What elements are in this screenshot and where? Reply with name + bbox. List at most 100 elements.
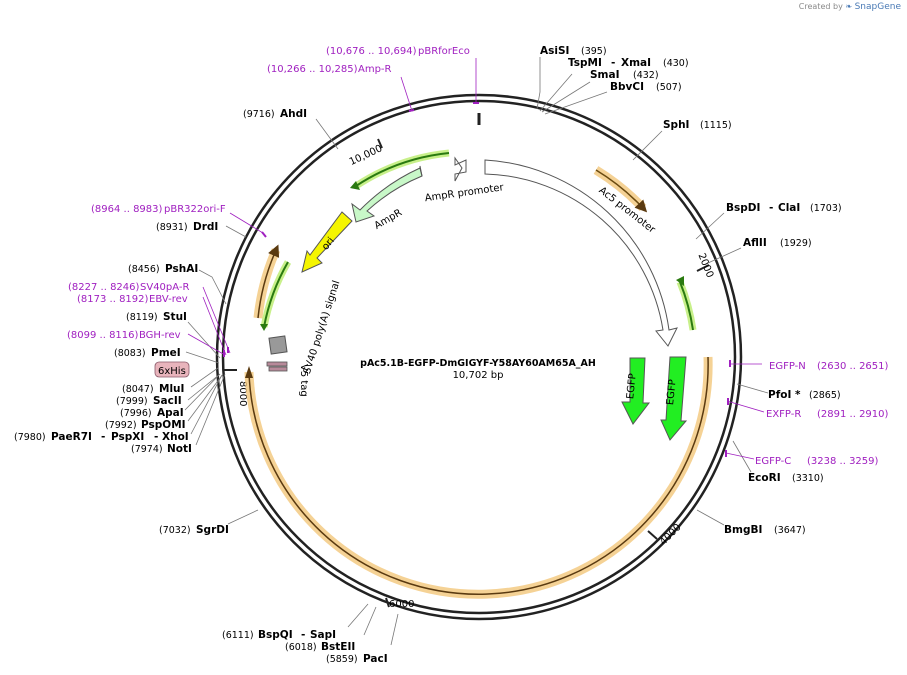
site-pshai-pos: (8456) (128, 264, 160, 275)
site-paci-pos: (5859) (326, 654, 358, 665)
site-clai-name: ClaI (778, 202, 800, 214)
site-bmgbi-name: BmgBI (724, 524, 762, 536)
site-smai[interactable]: SmaI (432) (590, 69, 659, 81)
site-bspqi-pos: (6111) (222, 630, 254, 641)
primer-bgh-name: BGH-rev (139, 330, 181, 341)
site-stui-pos: (8119) (126, 312, 158, 323)
site-paer7i[interactable]: (7980) PaeR7I - PspXI - XhoI (14, 431, 189, 443)
site-pspxi-name: PspXI (111, 431, 144, 443)
egfp-label-1: EGFP (625, 373, 639, 400)
credit-brand: SnapGene (854, 2, 901, 12)
site-apai[interactable]: (7996) ApaI (120, 407, 184, 419)
primer-ampr[interactable]: (10,266 .. 10,285) Amp-R (267, 64, 392, 75)
site-pspomi-name: PspOMI (141, 419, 186, 431)
site-bsteii-name: BstEII (321, 641, 355, 653)
site-paci[interactable]: (5859) PacI (326, 653, 388, 665)
site-pshai-name: PshAI (165, 263, 198, 275)
primer-pbr322ori[interactable]: (8964 .. 8983) pBR322ori-F (91, 204, 226, 215)
ampr-promoter-arrow (454, 156, 467, 182)
site-sphi-name: SphI (663, 119, 689, 131)
site-pmei-pos: (8083) (114, 348, 146, 359)
sv40-thin-head (260, 324, 268, 331)
sv40-polya-label: SV40 poly(A) signal (302, 279, 343, 375)
credit-text: Created by (798, 2, 843, 11)
ampr-arc (355, 152, 450, 187)
site-stui[interactable]: (8119) StuI (126, 311, 187, 323)
site-ahdi[interactable]: (9716) AhdI (243, 108, 307, 120)
primer-sv40pa-pos: (8227 .. 8246) (68, 282, 140, 293)
primer-exfpr-name: EXFP-R (766, 409, 801, 420)
orf-arrow-3 (257, 244, 280, 319)
site-pfoi-pos: (2865) (809, 390, 841, 401)
v5-tag-box (266, 361, 288, 367)
site-sacii[interactable]: (7999) SacII (116, 395, 182, 407)
green-thin-features (260, 149, 697, 331)
ampr-arc-head (350, 181, 360, 190)
site-mlui-pos: (8047) (122, 384, 154, 395)
site-ecori[interactable]: EcoRI (3310) (748, 472, 824, 484)
site-sgrdi[interactable]: (7032) SgrDI (159, 524, 229, 536)
primer-bgh[interactable]: (8099 .. 8116) BGH-rev (67, 330, 181, 341)
snapgene-logo-icon: ❧ (845, 2, 853, 11)
site-pspomi[interactable]: (7992) PspOMI (105, 419, 186, 431)
orf-arrows (244, 166, 713, 599)
primer-egfpc-pos: (3238 .. 3259) (807, 456, 879, 467)
site-sphi[interactable]: SphI (1115) (663, 119, 732, 131)
site-pshai[interactable]: (8456) PshAI (128, 263, 198, 275)
site-tspmi-name: TspMI (568, 57, 602, 69)
site-bsteii[interactable]: (6018) BstEII (285, 641, 355, 653)
ampr-promoter-label: AmpR promoter (424, 182, 505, 204)
site-bbvci-name: BbvCI (610, 81, 644, 93)
site-smai-pos: (432) (633, 70, 659, 81)
site-pfoi[interactable]: PfoI * (2865) (768, 389, 841, 401)
primer-ebv[interactable]: (8173 .. 8192) EBV-rev (77, 294, 188, 305)
site-pmei-name: PmeI (151, 347, 181, 359)
site-bspqi-name: BspQI (258, 629, 293, 641)
gray-feature-box (268, 335, 288, 355)
site-bmgbi[interactable]: BmgBI (3647) (724, 524, 806, 536)
site-asisi[interactable]: AsiSI (395) (540, 45, 607, 57)
sv40-thin-arc (263, 261, 289, 328)
backbone-inner (221, 99, 737, 615)
site-aflii[interactable]: AflII (1929) (743, 237, 812, 249)
site-leader-lines (184, 57, 769, 646)
site-drdi-name: DrdI (193, 221, 218, 233)
plasmid-name: pAc5.1B-EGFP-DmGIGYF-Y58AY60AM65A_AH (360, 358, 596, 369)
site-mlui[interactable]: (8047) MluI (122, 383, 184, 395)
primer-exfpr-pos: (2891 .. 2910) (817, 409, 889, 420)
primer-sv40pa[interactable]: (8227 .. 8246) SV40pA-R (68, 282, 189, 293)
site-ecori-name: EcoRI (748, 472, 781, 484)
primer-pbrforeco-pos: (10,676 .. 10,694) (326, 46, 417, 57)
site-tspmi[interactable]: TspMI - XmaI (430) (568, 57, 689, 69)
site-asisi-pos: (395) (581, 46, 607, 57)
site-bspdi[interactable]: BspDI - ClaI (1703) (726, 202, 842, 214)
plasmid-size: 10,702 bp (453, 370, 504, 381)
primer-exfpr[interactable]: EXFP-R (2891 .. 2910) (766, 409, 889, 420)
primer-egfpc[interactable]: EGFP-C (3238 .. 3259) (755, 456, 879, 467)
site-noti-pos: (7974) (131, 444, 163, 455)
his-tag-badge[interactable]: 6xHis (154, 361, 190, 378)
site-ahdi-pos: (9716) (243, 109, 275, 120)
v5-tag-label: V5 tag (298, 364, 309, 397)
site-drdi[interactable]: (8931) DrdI (156, 221, 218, 233)
site-sacii-name: SacII (153, 395, 182, 407)
primer-ampr-name: Amp-R (358, 64, 392, 75)
site-bspqi-sep: - (301, 629, 305, 641)
site-pmei[interactable]: (8083) PmeI (114, 347, 181, 359)
site-aflii-pos: (1929) (780, 238, 812, 249)
primer-egfpn-pos: (2630 .. 2651) (817, 361, 889, 372)
site-noti[interactable]: (7974) NotI (131, 443, 192, 455)
site-bspqi[interactable]: (6111) BspQI - SapI (222, 629, 336, 641)
site-bbvci[interactable]: BbvCI (507) (610, 81, 682, 93)
primer-pbrforeco-name: pBRforEco (418, 46, 470, 57)
tick-2000 (696, 264, 710, 272)
primer-pbrforeco[interactable]: (10,676 .. 10,694) pBRforEco (326, 46, 470, 57)
site-bspdi-name: BspDI (726, 202, 760, 214)
site-bmgbi-pos: (3647) (774, 525, 806, 536)
primer-egfpn[interactable]: EGFP-N (2630 .. 2651) (769, 361, 889, 372)
orf-arrow-1 (595, 169, 648, 213)
primer-bgh-pos: (8099 .. 8116) (67, 330, 139, 341)
site-sphi-pos: (1115) (700, 120, 732, 131)
